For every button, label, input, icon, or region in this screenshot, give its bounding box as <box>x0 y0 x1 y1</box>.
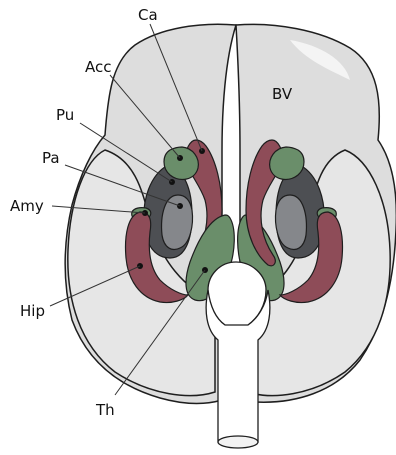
label-pa: Pa <box>42 149 60 167</box>
right-accumbens <box>270 147 304 179</box>
label-bv: BV <box>272 85 293 103</box>
label-pu: Pu <box>56 106 74 124</box>
right-pallidum <box>276 195 307 249</box>
label-amy: Amy <box>10 197 44 215</box>
label-ca: Ca <box>138 6 158 24</box>
left-accumbens <box>164 147 198 179</box>
label-th: Th <box>95 401 115 419</box>
brainstem-end <box>218 436 258 448</box>
label-acc: Acc <box>85 58 112 76</box>
label-hip: Hip <box>20 302 45 320</box>
left-pallidum <box>162 195 193 249</box>
